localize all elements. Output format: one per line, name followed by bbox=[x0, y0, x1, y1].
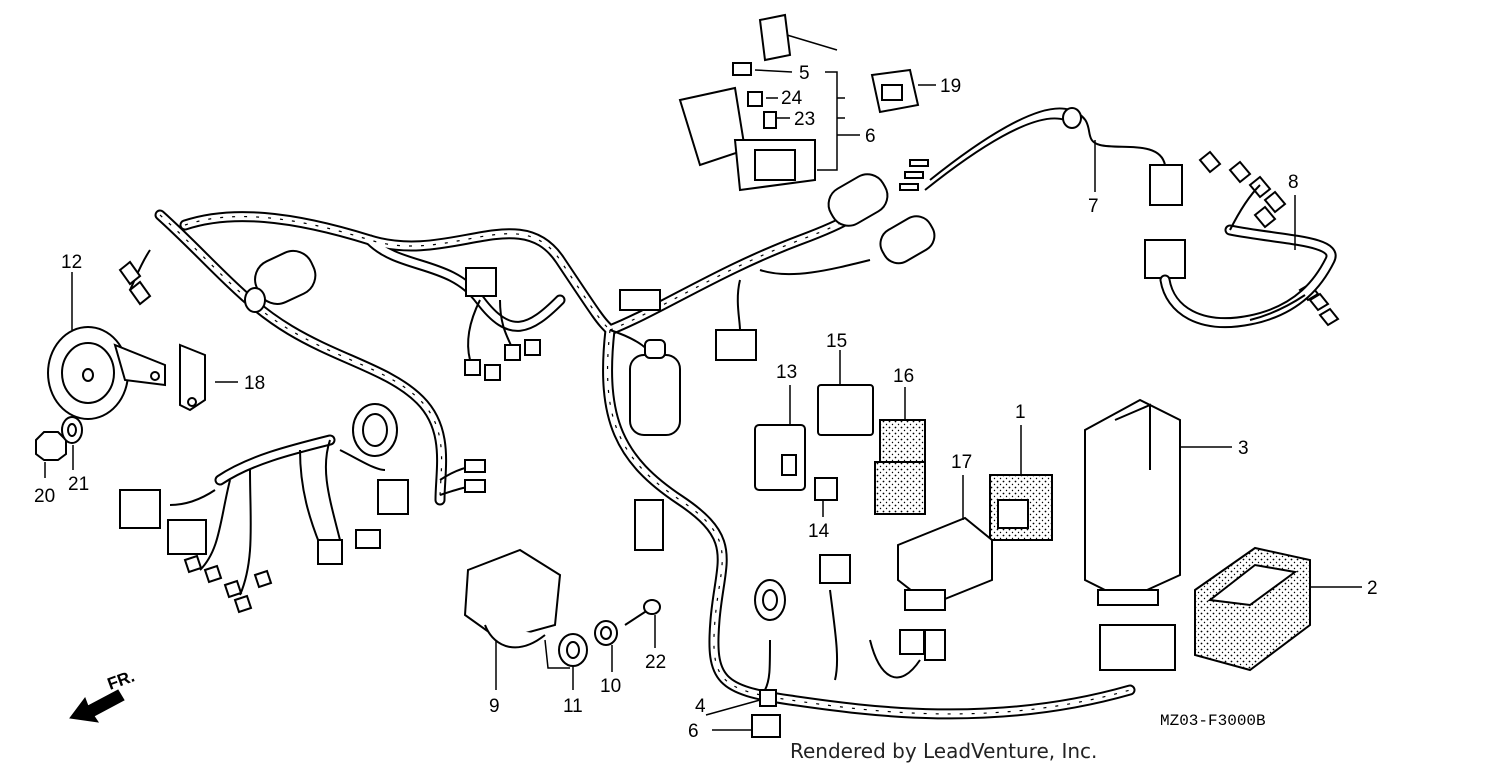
leader-lines bbox=[44, 34, 1362, 731]
callout-12: 12 bbox=[61, 252, 82, 273]
connector-14[interactable] bbox=[814, 477, 838, 501]
callout-labels: 12 18 20 21 5 24 23 6 19 7 8 15 13 16 1 … bbox=[34, 63, 1378, 742]
callout-23: 23 bbox=[794, 109, 815, 130]
fuse-5[interactable] bbox=[732, 62, 752, 76]
callout-1: 1 bbox=[1015, 402, 1026, 423]
connector-1[interactable] bbox=[989, 474, 1053, 541]
callout-22: 22 bbox=[645, 652, 666, 673]
horn-bracket-18[interactable] bbox=[179, 343, 206, 412]
callout-20: 20 bbox=[34, 486, 55, 507]
harness-connectors bbox=[118, 150, 1340, 738]
screw-22[interactable] bbox=[624, 599, 661, 626]
callout-11: 11 bbox=[563, 696, 583, 717]
callout-19: 19 bbox=[940, 76, 961, 97]
callout-21: 21 bbox=[68, 474, 89, 495]
callout-24: 24 bbox=[781, 88, 803, 109]
control-unit-9[interactable] bbox=[463, 548, 562, 649]
fuse-cover-5-tag bbox=[758, 13, 792, 62]
washer-21[interactable] bbox=[61, 416, 83, 444]
socket-4[interactable] bbox=[754, 579, 786, 621]
fuse-23[interactable] bbox=[763, 111, 777, 129]
callout-16: 16 bbox=[893, 366, 914, 387]
unit-cover-2[interactable] bbox=[1194, 546, 1311, 672]
harness-grommet bbox=[352, 403, 398, 457]
harness-filter-left bbox=[244, 249, 317, 313]
callout-6-bottom: 6 bbox=[688, 721, 699, 742]
callout-3: 3 bbox=[1238, 438, 1249, 459]
callout-2: 2 bbox=[1367, 578, 1378, 599]
callout-17: 17 bbox=[951, 452, 972, 473]
callout-7: 7 bbox=[1088, 196, 1099, 217]
relay-15[interactable] bbox=[817, 384, 874, 436]
unit-17[interactable] bbox=[897, 516, 993, 611]
relay-cover-19[interactable] bbox=[870, 68, 920, 114]
grommet-11[interactable] bbox=[558, 633, 588, 667]
main-wire-harness bbox=[129, 184, 1136, 720]
fuse-box-6[interactable] bbox=[678, 86, 816, 192]
front-label: FR. bbox=[105, 667, 137, 694]
relay-13[interactable] bbox=[754, 424, 806, 491]
callout-6-top: 6 bbox=[865, 126, 876, 147]
nut-20[interactable] bbox=[35, 431, 67, 461]
callout-13: 13 bbox=[776, 362, 797, 383]
callout-8: 8 bbox=[1288, 172, 1299, 193]
part-code: MZ03-F3000B bbox=[1160, 712, 1266, 730]
callout-9: 9 bbox=[489, 696, 500, 717]
sub-harness-8 bbox=[1159, 184, 1337, 329]
harness-filter-right-1 bbox=[827, 173, 889, 227]
collar-10[interactable] bbox=[594, 620, 618, 646]
ignition-unit-3[interactable] bbox=[1084, 398, 1181, 606]
callout-14: 14 bbox=[808, 521, 830, 542]
harness-condenser bbox=[629, 339, 681, 436]
front-direction-arrow: FR. bbox=[69, 667, 137, 723]
relay-16[interactable] bbox=[874, 419, 926, 515]
harness-filter-right-2 bbox=[879, 215, 936, 265]
fuse-24[interactable] bbox=[747, 91, 763, 107]
callout-10: 10 bbox=[600, 676, 621, 697]
render-credit: Rendered by LeadVenture, Inc. bbox=[790, 739, 1097, 763]
callout-18: 18 bbox=[244, 373, 265, 394]
callout-4: 4 bbox=[695, 696, 706, 717]
callout-15: 15 bbox=[826, 331, 847, 352]
horn-12[interactable] bbox=[47, 326, 166, 420]
callout-5: 5 bbox=[799, 63, 810, 84]
sub-harness-7 bbox=[924, 107, 1166, 191]
